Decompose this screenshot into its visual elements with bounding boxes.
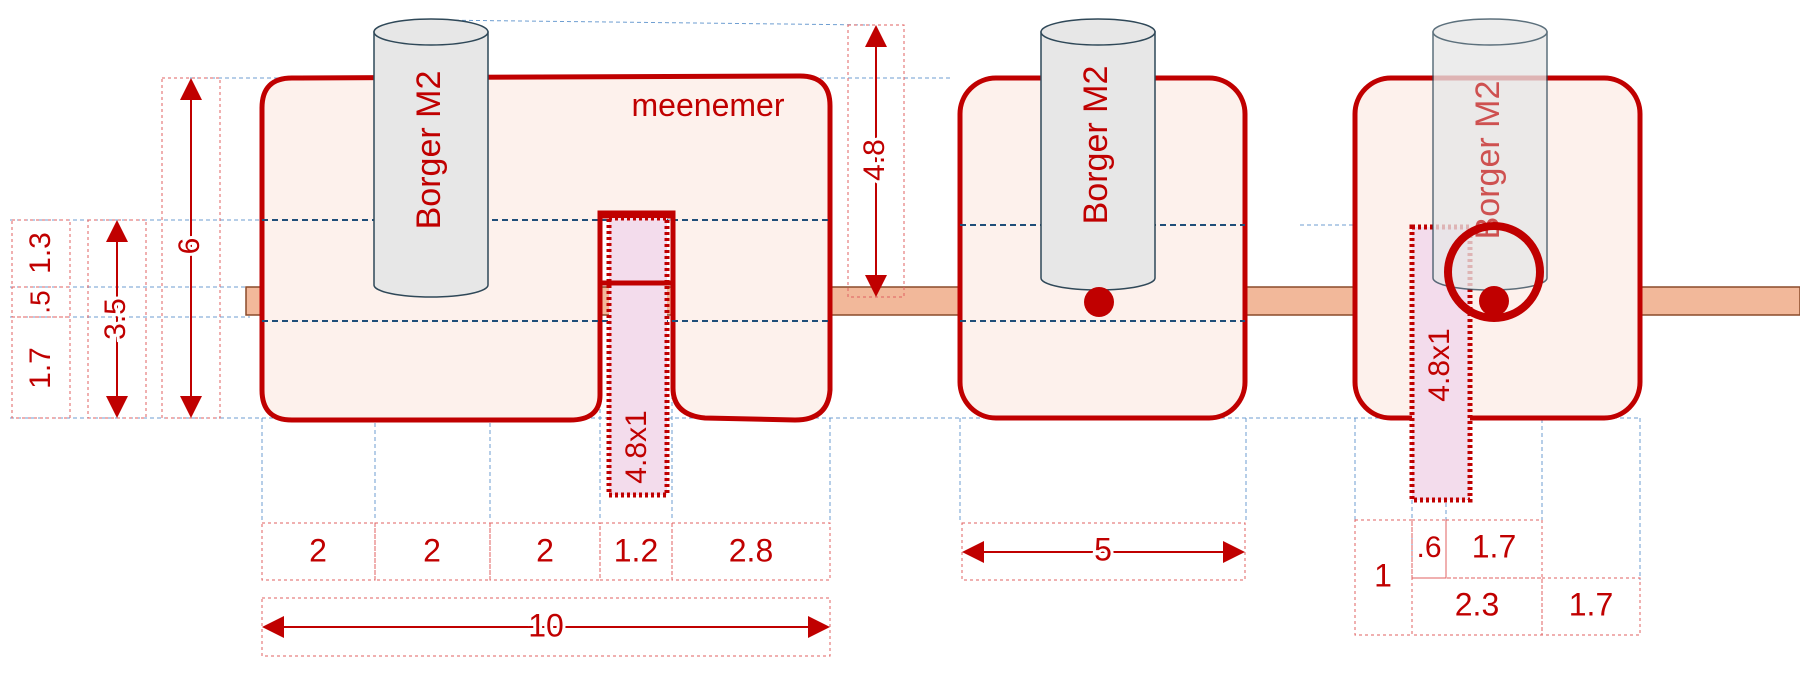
right-dims: [1354, 519, 1641, 636]
bolt-label-left: Borger M2: [410, 71, 448, 230]
dim-bottom-2: 2: [423, 532, 441, 568]
dim-10-arrowhead-left: [262, 616, 284, 638]
dim-10: 10: [528, 607, 564, 643]
slot-left: [609, 218, 667, 495]
bolt-label-right: Borger M2: [1469, 81, 1507, 240]
dim-3-5-arrowhead-bottom: [106, 396, 128, 418]
dim-right-0-6: .6: [1416, 531, 1441, 564]
dim-right-1-7b: 1.7: [1569, 586, 1613, 622]
dim-10-arrowhead-right: [808, 616, 830, 638]
left-stack-dims: [11, 219, 71, 419]
dim-bottom-1: 2: [309, 532, 327, 568]
slot-top-frame: [597, 210, 676, 286]
dim-3-5: 3.5: [99, 298, 132, 340]
dim-1-7: 1.7: [24, 347, 57, 389]
dim-right-1-7a: 1.7: [1472, 528, 1516, 564]
dim-0-5: .5: [24, 290, 55, 313]
bolt-left: [373, 18, 489, 298]
bottom-left-dims: [261, 522, 831, 581]
dim-5-box: [961, 522, 1246, 581]
dim-6-arrowhead-bottom: [180, 396, 202, 418]
slot-label-left: 4.8x1: [620, 410, 653, 483]
dim-3-5-arrowhead-top: [106, 220, 128, 242]
dim-4-8-arrowhead-bottom: [865, 275, 887, 297]
dim-5-arrowhead-right: [1223, 541, 1245, 563]
dim-right-2-3: 2.3: [1455, 586, 1499, 622]
dim-6: 6: [173, 238, 206, 255]
dim-4-8-arrowhead-top: [865, 25, 887, 47]
contact-point-right: [1479, 286, 1509, 316]
dim-bottom-4: 1.2: [614, 532, 658, 568]
slot-label-right: 4.8x1: [1423, 328, 1456, 401]
dim-right-1: 1: [1374, 557, 1392, 593]
dim-5-arrowhead-left: [962, 541, 984, 563]
highlight-circle: [1444, 222, 1544, 322]
dim-bottom-3: 2: [536, 532, 554, 568]
dim-5: 5: [1094, 531, 1112, 567]
dim-6-arrowhead-top: [180, 78, 202, 100]
dim-4-8: 4.8: [858, 139, 891, 181]
meenemer-label: meenemer: [632, 87, 785, 123]
dim-1-3: 1.3: [24, 232, 57, 274]
left-body: [259, 73, 833, 423]
contact-point-middle: [1084, 287, 1114, 317]
bolt-label-middle: Borger M2: [1077, 66, 1115, 225]
dim-bottom-5: 2.8: [729, 532, 773, 568]
bolt-middle: [1040, 18, 1156, 291]
